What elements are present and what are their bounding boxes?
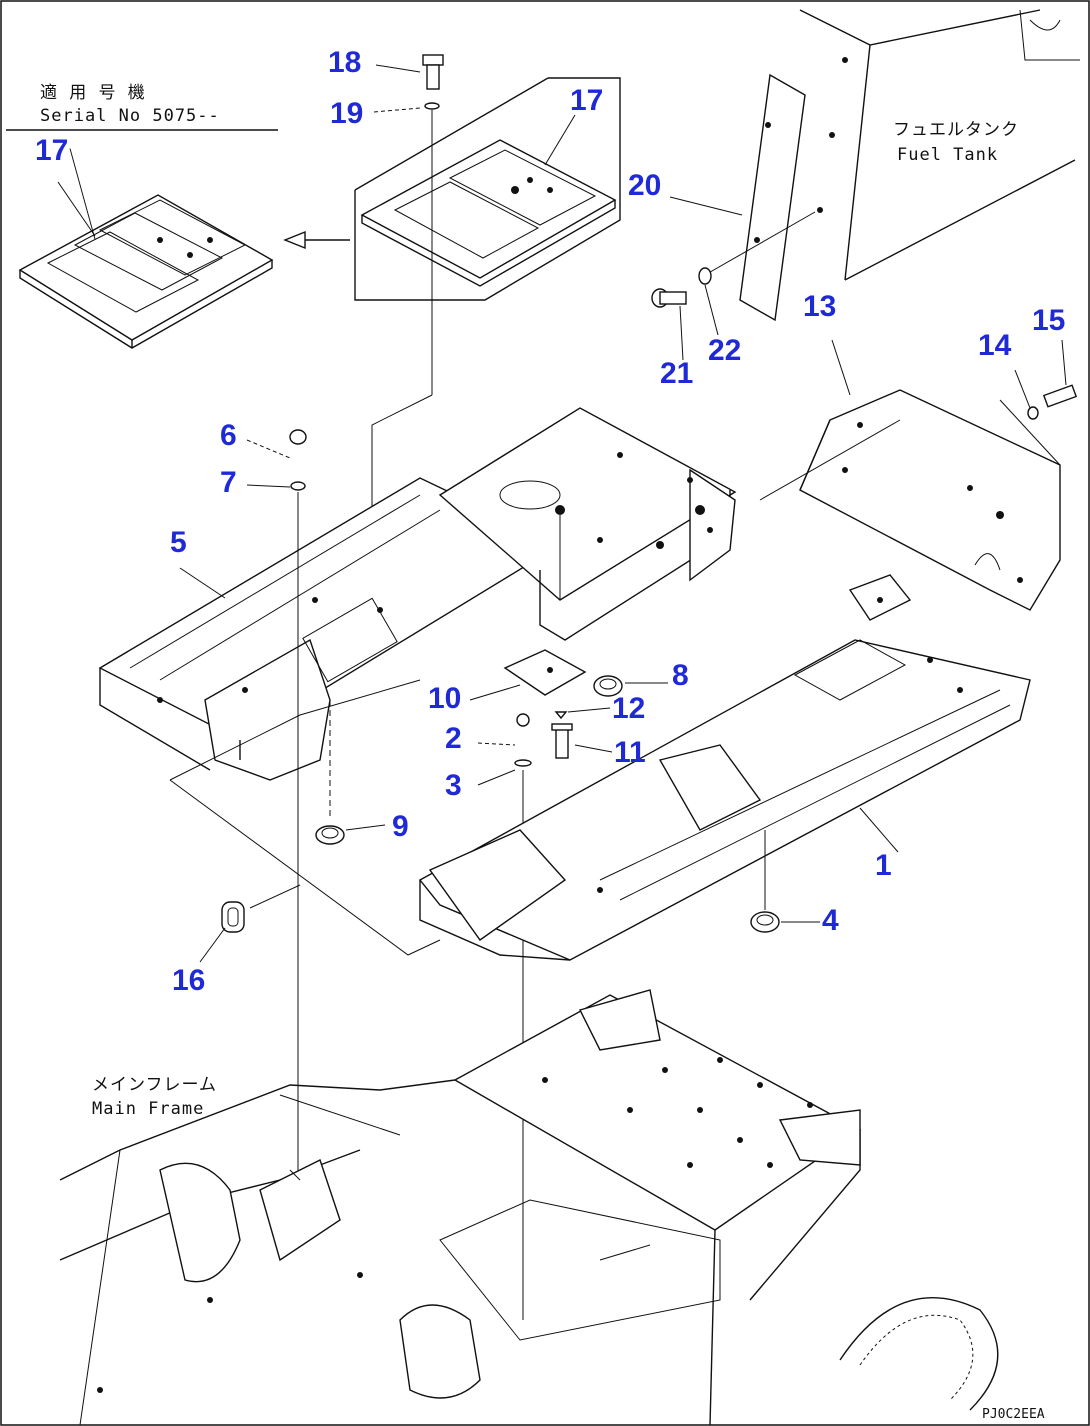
callout-15: 15 [1032, 304, 1065, 337]
main-frame-en: Main Frame [92, 1099, 204, 1119]
washer-12 [554, 711, 568, 720]
cover-plate-13 [759, 339, 1061, 611]
callout-22: 22 [708, 334, 741, 367]
callout-18: 18 [328, 46, 361, 79]
fuel-tank-jp: フュエルタンク [893, 120, 1019, 140]
fuel-tank-en: Fuel Tank [897, 145, 998, 165]
cushion-4 [750, 911, 820, 933]
leader-17-left [57, 181, 96, 237]
callout-numbers: 1 2 3 4 5 6 7 8 9 10 11 12 13 14 15 16 1… [35, 46, 1065, 997]
callout-2: 2 [445, 722, 462, 755]
callout-17-left: 17 [35, 134, 68, 167]
callout-19: 19 [330, 97, 363, 130]
fuel-tank: フュエルタンク Fuel Tank [799, 9, 1080, 281]
cushion-9 [315, 824, 386, 845]
callout-8: 8 [672, 659, 689, 692]
callout-10: 10 [428, 682, 461, 715]
center-frame [438, 407, 737, 641]
grommet-16 [199, 884, 301, 963]
bolt-11 [555, 727, 569, 759]
callout-3: 3 [445, 769, 462, 802]
serial-note-jp: 適 用 号 機 [40, 83, 146, 103]
callout-21: 21 [660, 357, 693, 390]
nut-2 [516, 713, 530, 727]
callout-9: 9 [392, 810, 409, 843]
main-frame: メインフレーム Main Frame [59, 989, 999, 1426]
callout-13: 13 [803, 290, 836, 323]
serial-note-text: Serial No 5075-- [40, 106, 220, 126]
callout-20: 20 [628, 169, 661, 202]
serial-note: 適 用 号 機 Serial No 5075-- [6, 83, 278, 131]
callout-1: 1 [875, 849, 892, 882]
main-frame-jp: メインフレーム [92, 1075, 217, 1095]
callout-17-inset: 17 [570, 84, 603, 117]
callout-7: 7 [220, 466, 237, 499]
bolt-15-washer-14 [1014, 339, 1078, 420]
callout-6: 6 [220, 419, 237, 452]
left-frame-5 [98, 477, 562, 781]
nut-6-washer-7 [246, 429, 331, 1180]
mount-plate-10 [469, 649, 587, 701]
callout-14: 14 [978, 329, 1012, 362]
guide-line-a [169, 679, 421, 781]
bolt-18 [371, 54, 444, 640]
side-plate-20 [669, 73, 816, 322]
small-parts [477, 675, 668, 1320]
callout-11: 11 [614, 736, 646, 769]
callout-5: 5 [170, 526, 187, 559]
washer-3 [514, 759, 532, 767]
guide-line-b [169, 779, 441, 956]
callout-16: 16 [172, 964, 205, 997]
callout-4: 4 [822, 904, 839, 937]
bolt-21-washer-22 [651, 267, 719, 361]
right-frame-1 [418, 574, 1031, 961]
drawing-code: PJ0C2EEA [982, 1407, 1045, 1422]
floor-plate-left [18, 148, 274, 349]
callout-12: 12 [612, 692, 645, 725]
